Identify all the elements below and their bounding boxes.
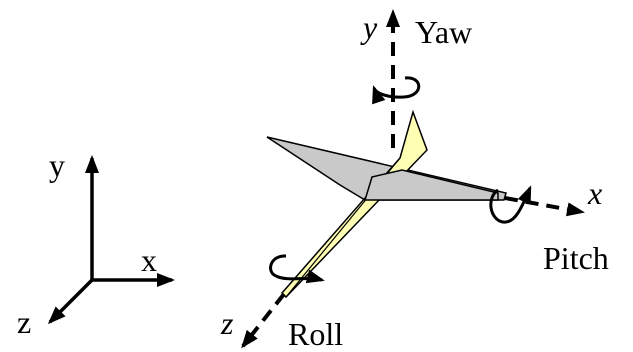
reference-z-label: z bbox=[17, 304, 31, 340]
aircraft-x-axis-group: x Pitch bbox=[489, 175, 609, 276]
aircraft-x-label: x bbox=[587, 175, 602, 211]
aircraft-z-label: z bbox=[220, 305, 234, 341]
pitch-rotation-arrow-icon bbox=[489, 185, 532, 224]
aircraft-z-axis bbox=[241, 292, 286, 349]
yaw-rotation-arrow-icon bbox=[372, 76, 421, 105]
aircraft bbox=[266, 109, 507, 299]
aircraft-x-axis bbox=[504, 196, 585, 217]
reference-x-label: x bbox=[141, 242, 157, 278]
reference-z-axis bbox=[47, 278, 94, 325]
roll-rotation-arrow-icon bbox=[269, 254, 325, 284]
aircraft-z-axis-group: z Roll bbox=[220, 254, 343, 352]
reference-y-label: y bbox=[49, 147, 65, 183]
aircraft-y-axis-group: y Yaw bbox=[360, 9, 472, 148]
aircraft-fuselage bbox=[280, 109, 428, 299]
roll-label: Roll bbox=[288, 316, 343, 352]
pitch-label: Pitch bbox=[543, 240, 609, 276]
aircraft-wing-front-overlap bbox=[363, 169, 499, 201]
aircraft-y-label: y bbox=[360, 9, 378, 45]
yaw-label: Yaw bbox=[415, 14, 472, 50]
reference-axes: y x z bbox=[17, 147, 175, 340]
